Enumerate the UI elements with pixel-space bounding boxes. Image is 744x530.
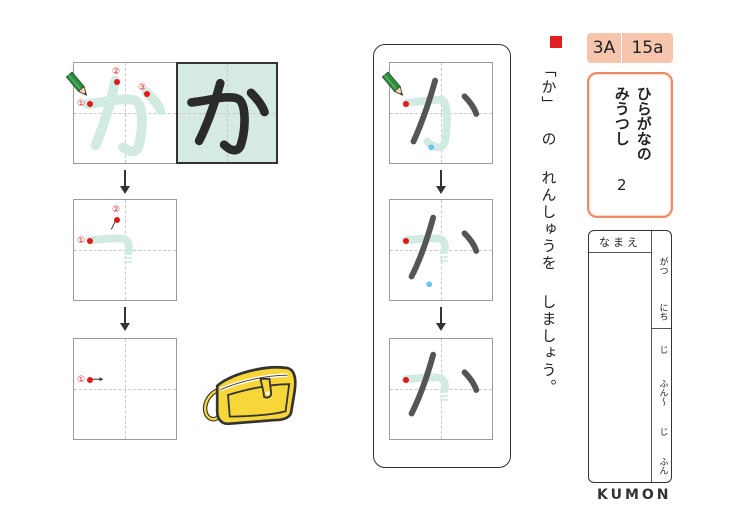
pencil-icon <box>381 71 404 96</box>
trace-box-2[interactable] <box>389 199 493 301</box>
pencil-icon <box>65 71 88 96</box>
day-label: にち <box>657 303 668 321</box>
down-arrow <box>120 170 130 194</box>
trace-box-1[interactable] <box>381 62 493 164</box>
month-label: がつ <box>657 257 668 275</box>
practice-box-step2[interactable]: ① ② <box>73 199 177 301</box>
page-label: 15a <box>631 38 664 58</box>
down-arrow <box>120 307 130 331</box>
stroke-number-3: ③ <box>138 83 147 93</box>
tracing-frame <box>373 44 511 468</box>
trace-stroke-1 <box>85 221 133 263</box>
worksheet-title: ひらがなの みうつし 2 <box>587 72 673 218</box>
end-hour-label: じ <box>657 427 668 436</box>
start-hour-label: じ <box>657 345 668 354</box>
pencil-case-illustration <box>202 365 297 426</box>
name-label: なまえ <box>589 231 652 253</box>
name-date-box: なまえ がつ にち じ ふん～ じ ふん <box>588 230 672 483</box>
trace-box-3[interactable] <box>389 338 493 440</box>
instruction-marker <box>550 36 562 48</box>
practice-box-step3[interactable]: ① <box>73 338 177 440</box>
level-label: 3A <box>587 33 622 63</box>
stroke-number-2: ② <box>112 205 121 215</box>
start-arrow <box>89 377 104 382</box>
level-code-badge: 3A 15a <box>587 33 673 63</box>
name-field[interactable] <box>589 253 651 481</box>
stroke-number-1: ① <box>77 236 86 246</box>
stroke-number-1: ① <box>77 375 86 385</box>
stroke-number-2: ② <box>112 67 121 77</box>
down-arrow <box>436 170 446 194</box>
down-arrow <box>436 307 446 331</box>
model-character-ka <box>187 78 269 155</box>
instruction-text: 「か」のれんしゅうをしましょう。 <box>539 62 558 396</box>
stroke-order-box: ① ② ③ <box>65 62 177 164</box>
start-minute-label: ふん～ <box>657 379 668 406</box>
model-character-box <box>176 62 278 164</box>
stroke-number-1: ① <box>77 99 86 109</box>
end-minute-label: ふん <box>657 457 668 475</box>
title-number: 2 <box>617 176 627 194</box>
kumon-logo: KUMON <box>597 487 672 503</box>
